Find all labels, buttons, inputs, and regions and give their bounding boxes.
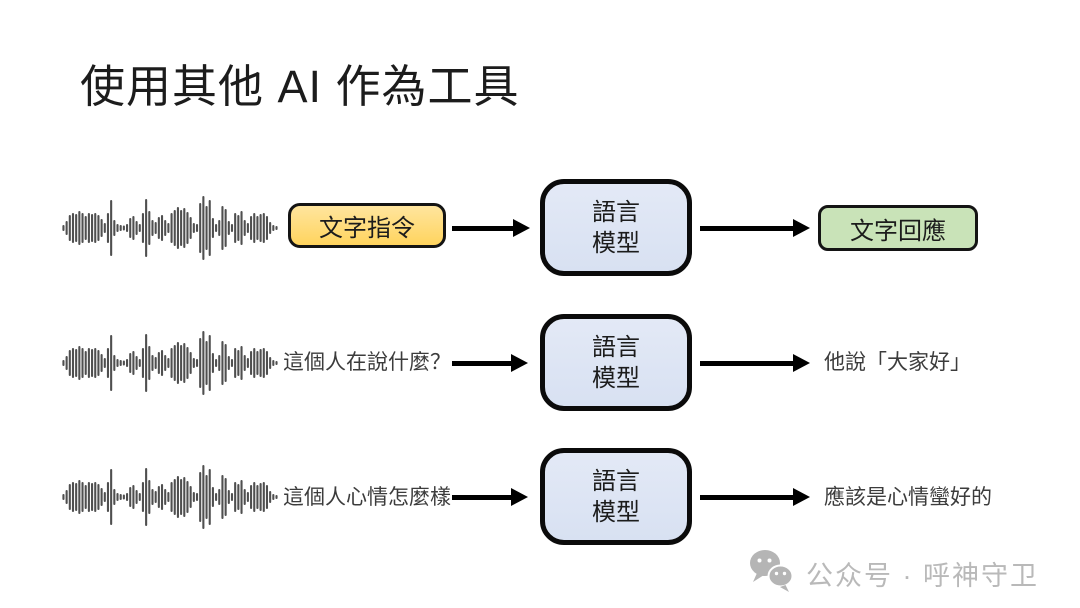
- language-model-box: 語言 模型: [540, 179, 692, 276]
- language-model-box: 語言 模型: [540, 448, 692, 545]
- language-model-label-line1: 語言: [592, 467, 640, 495]
- arrow-shaft: [452, 494, 511, 500]
- language-model-label-line2: 模型: [592, 364, 640, 392]
- arrow-shaft: [700, 494, 793, 500]
- output-answer-text: 他說「大家好」: [824, 351, 971, 374]
- arrow-head: [793, 219, 810, 237]
- arrow-right-icon: [700, 219, 810, 237]
- input-question-text: 這個人在說什麼？: [283, 351, 451, 374]
- audio-waveform: [62, 328, 278, 398]
- output-answer-text: 應該是心情蠻好的: [824, 486, 992, 509]
- arrow-right-icon: [452, 354, 528, 372]
- arrow-head: [511, 354, 528, 372]
- arrow-head: [513, 219, 530, 237]
- input-question-text: 這個人心情怎麼樣: [283, 486, 451, 509]
- output-box-label: 文字回應: [850, 217, 946, 245]
- page-title: 使用其他 AI 作為工具: [80, 61, 520, 112]
- arrow-right-icon: [452, 219, 530, 237]
- input-box-label: 文字指令: [319, 215, 415, 242]
- arrow-shaft: [700, 360, 793, 366]
- language-model-label-line2: 模型: [592, 498, 640, 526]
- arrow-head: [511, 488, 528, 506]
- audio-waveform: [62, 462, 278, 532]
- arrow-right-icon: [700, 488, 810, 506]
- arrow-head: [793, 488, 810, 506]
- input-box-text-command: 文字指令: [288, 203, 446, 248]
- arrow-right-icon: [452, 488, 528, 506]
- language-model-label-line1: 語言: [592, 198, 640, 226]
- arrow-head: [793, 354, 810, 372]
- wechat-icon: [748, 548, 795, 598]
- language-model-label-line2: 模型: [592, 229, 640, 257]
- watermark-label: 公众号 · 呼神守卫: [806, 561, 1039, 591]
- arrow-shaft: [452, 360, 511, 366]
- arrow-right-icon: [700, 354, 810, 372]
- arrow-shaft: [452, 225, 513, 231]
- watermark: 公众号 · 呼神守卫: [748, 548, 1037, 598]
- output-box-text-response: 文字回應: [818, 205, 978, 251]
- audio-waveform: [62, 193, 278, 263]
- arrow-shaft: [700, 225, 793, 231]
- language-model-label-line1: 語言: [592, 333, 640, 361]
- language-model-box: 語言 模型: [540, 314, 692, 411]
